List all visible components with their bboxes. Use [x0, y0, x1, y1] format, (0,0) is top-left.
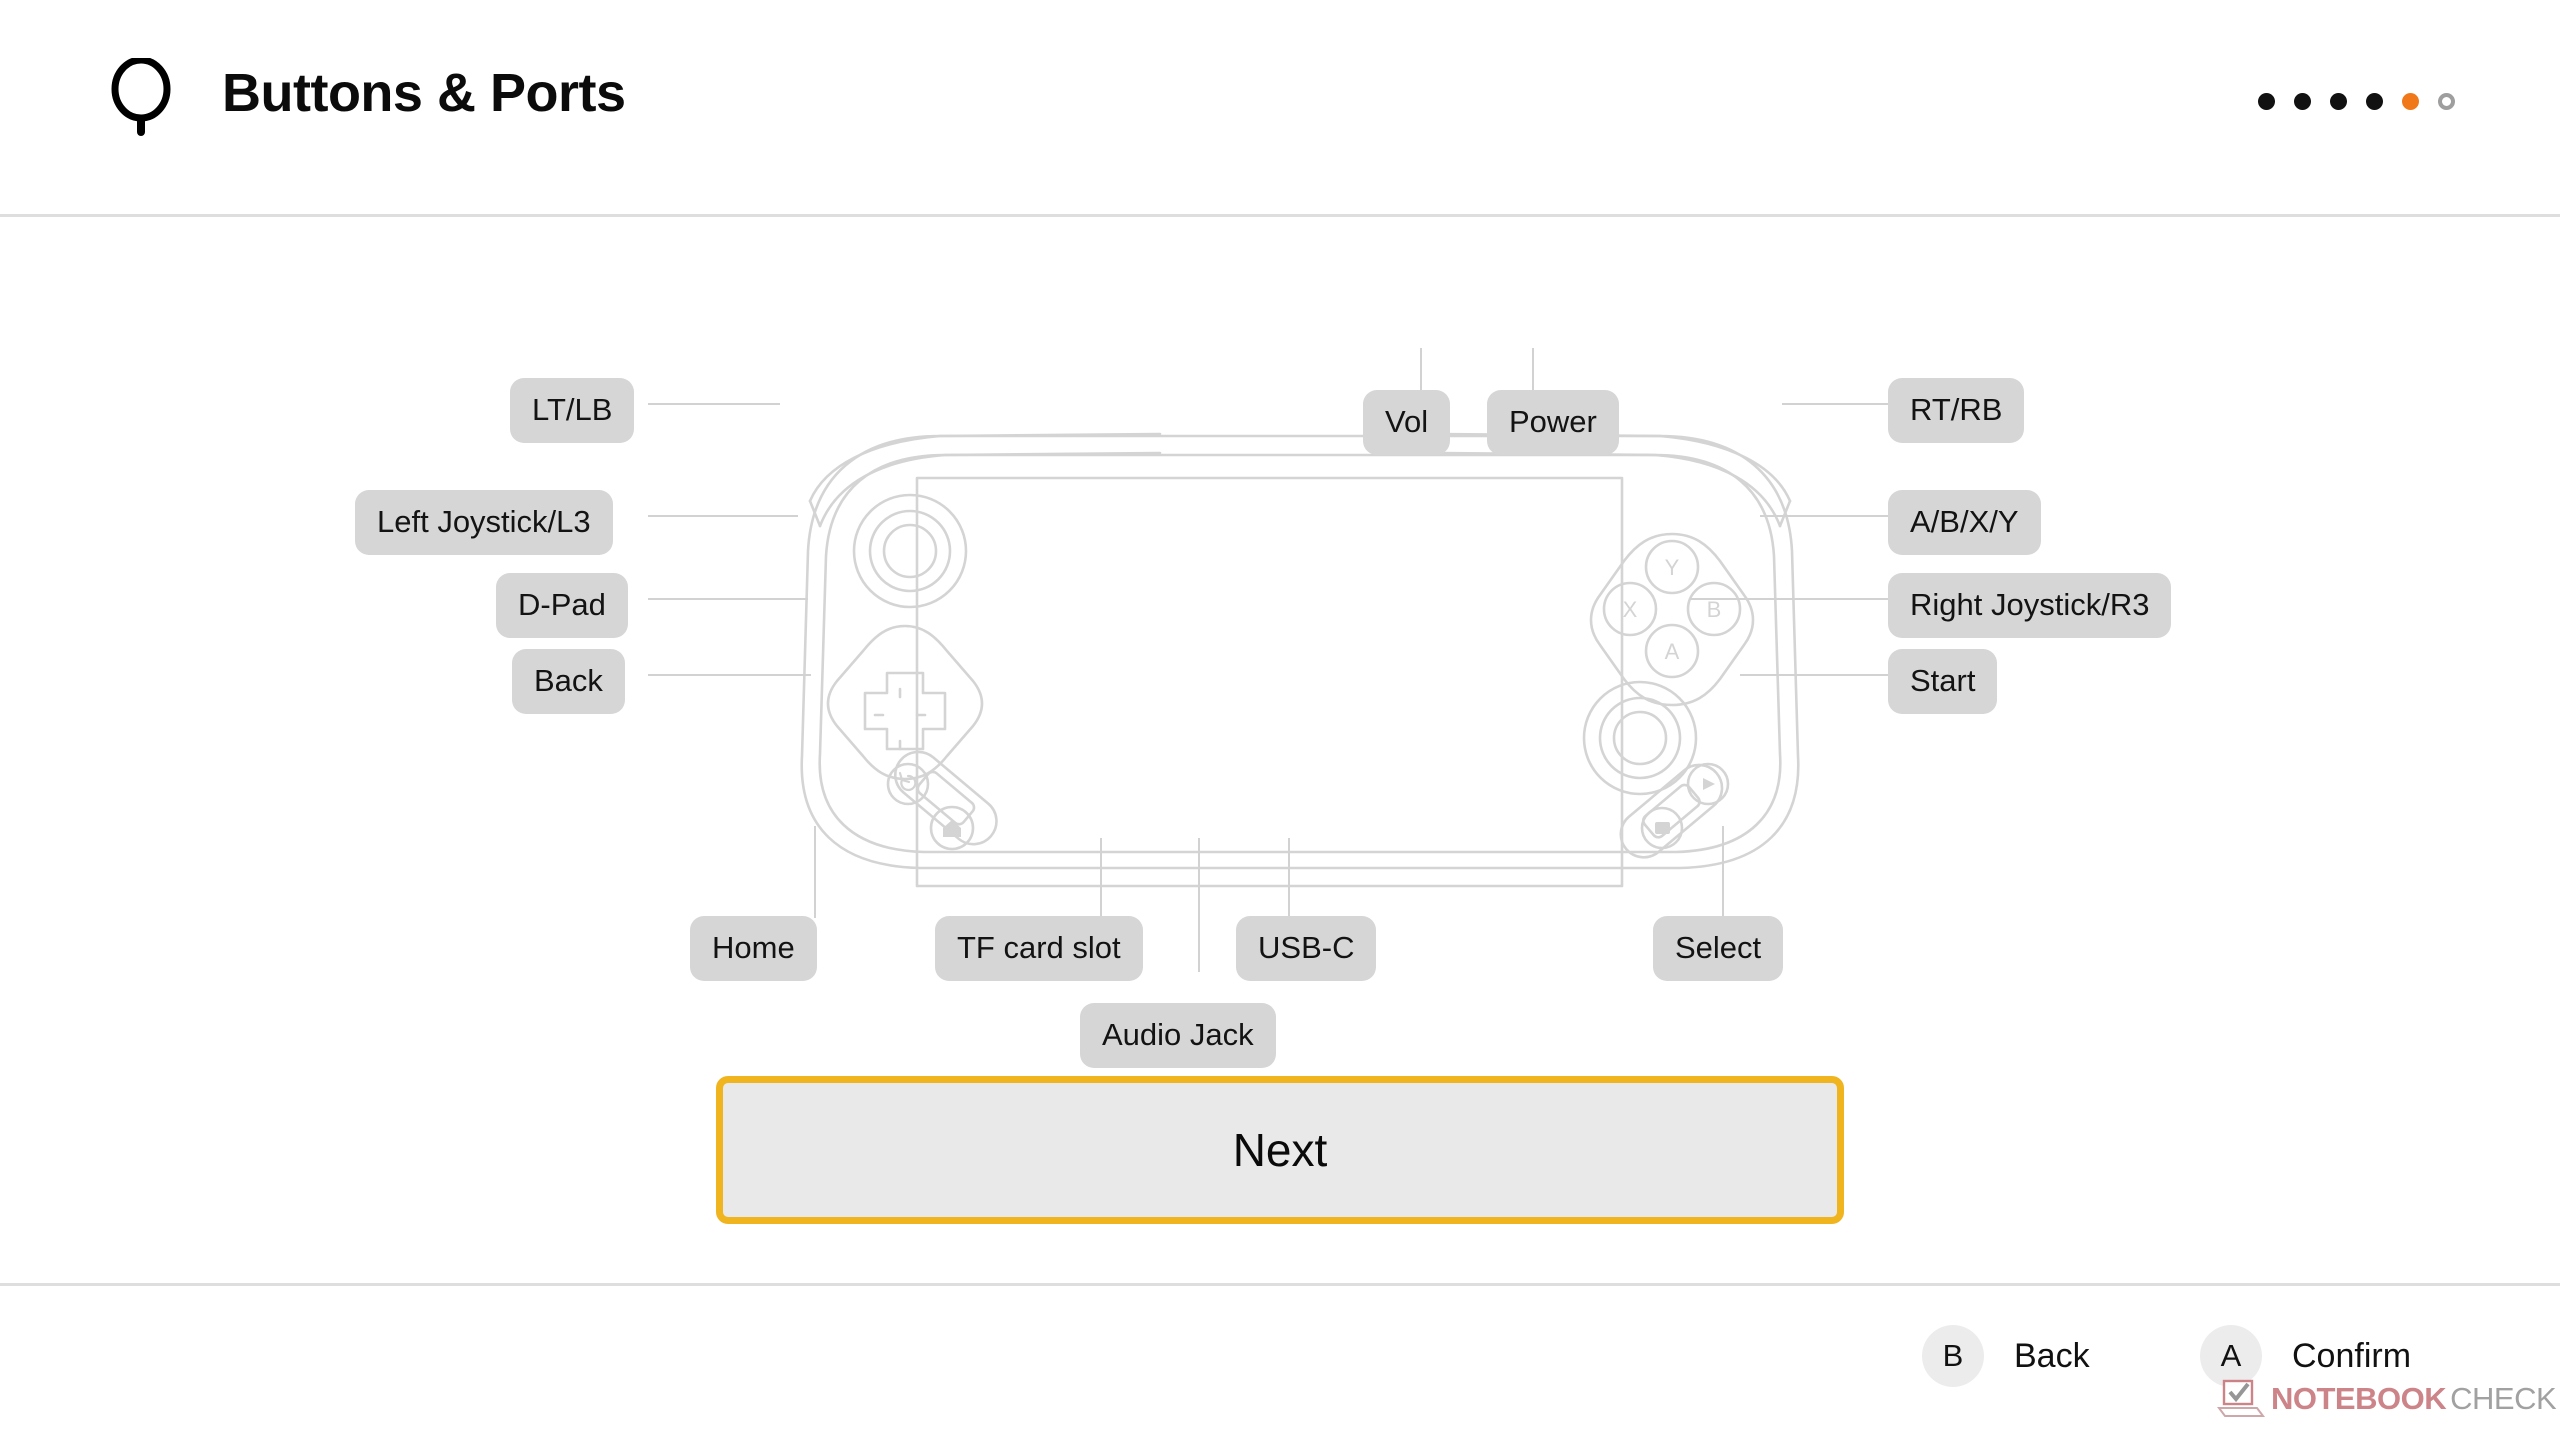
a-button-badge: A — [2200, 1325, 2262, 1387]
svg-text:X: X — [1623, 597, 1638, 622]
pagination-dot-6[interactable] — [2438, 93, 2455, 110]
select-button — [1640, 806, 1684, 850]
console-illustration: Y X B A — [800, 432, 1800, 888]
footer-back-label: Back — [2014, 1336, 2090, 1375]
label-usb-c[interactable]: USB-C — [1236, 916, 1377, 981]
leader-right-joystick — [1690, 598, 1888, 600]
label-audio-jack[interactable]: Audio Jack — [1080, 1003, 1276, 1068]
start-icon — [1703, 778, 1715, 790]
label-dpad[interactable]: D-Pad — [496, 573, 628, 638]
dpad-housing — [826, 624, 984, 781]
back-home-pill — [894, 750, 998, 846]
label-back[interactable]: Back — [512, 649, 625, 714]
left-joystick-outer — [852, 493, 968, 609]
footer-divider — [0, 1283, 2560, 1286]
label-home[interactable]: Home — [690, 916, 817, 981]
leader-dpad — [648, 598, 808, 600]
leader-rt-rb — [1782, 403, 1888, 405]
label-tf-card[interactable]: TF card slot — [935, 916, 1143, 981]
footer-back-hint[interactable]: B Back — [1922, 1325, 2090, 1387]
button-x — [1602, 581, 1658, 637]
svg-text:Y: Y — [1665, 555, 1680, 580]
pagination-dot-4[interactable] — [2366, 93, 2383, 110]
notebookcheck-watermark: NOTEBOOK CHECK — [2215, 1378, 2557, 1420]
leader-audio-jack — [1198, 838, 1200, 972]
left-joystick-cap — [882, 523, 938, 579]
right-joystick-cap — [1612, 710, 1668, 766]
lollipop-icon — [111, 58, 171, 136]
device-body — [800, 434, 1800, 870]
select-icon — [1655, 822, 1670, 834]
button-y — [1644, 539, 1700, 595]
svg-text:B: B — [1707, 597, 1722, 622]
device-screen — [915, 476, 1624, 888]
svg-text:A: A — [1665, 639, 1680, 664]
diagram-stage: Y X B A — [0, 216, 2560, 1283]
leader-back — [648, 674, 811, 676]
button-a — [1644, 623, 1700, 679]
back-icon — [898, 771, 917, 792]
home-icon — [943, 820, 961, 837]
leader-left-joystick — [648, 515, 798, 517]
home-button — [929, 805, 975, 851]
page-header: Buttons & Ports — [0, 0, 2560, 216]
right-joystick-outer — [1582, 680, 1698, 796]
label-lt-lb[interactable]: LT/LB — [510, 378, 635, 443]
label-select[interactable]: Select — [1653, 916, 1784, 981]
page-title: Buttons & Ports — [222, 63, 626, 123]
pagination-dot-3[interactable] — [2330, 93, 2347, 110]
leader-lt-lb — [648, 403, 780, 405]
pagination-dot-1[interactable] — [2258, 93, 2275, 110]
pagination-dots — [2258, 93, 2455, 110]
label-right-joystick[interactable]: Right Joystick/R3 — [1888, 573, 2172, 638]
footer-confirm-label: Confirm — [2292, 1336, 2412, 1375]
leader-start — [1740, 674, 1888, 676]
button-b — [1686, 581, 1742, 637]
label-power[interactable]: Power — [1487, 390, 1619, 455]
watermark-notebook: NOTEBOOK — [2271, 1381, 2447, 1416]
dpad-cross — [863, 671, 947, 751]
abxy-housing — [1589, 532, 1755, 707]
left-bumper — [808, 432, 1162, 503]
start-button — [1686, 762, 1730, 806]
label-rt-rb[interactable]: RT/RB — [1888, 378, 2025, 443]
pagination-dot-5-active[interactable] — [2402, 93, 2419, 110]
b-button-badge: B — [1922, 1325, 1984, 1387]
watermark-check: CHECK — [2450, 1381, 2557, 1416]
pagination-dot-2[interactable] — [2294, 93, 2311, 110]
label-start[interactable]: Start — [1888, 649, 1998, 714]
leader-tf-card — [1100, 838, 1102, 918]
footer-confirm-hint[interactable]: A Confirm — [2200, 1325, 2411, 1387]
leader-abxy — [1760, 515, 1888, 517]
label-left-joystick[interactable]: Left Joystick/L3 — [355, 490, 613, 555]
leader-home — [814, 826, 816, 918]
next-button[interactable]: Next — [716, 1076, 1844, 1224]
leader-usb-c — [1288, 838, 1290, 918]
label-vol[interactable]: Vol — [1363, 390, 1451, 455]
label-abxy[interactable]: A/B/X/Y — [1888, 490, 2041, 555]
leader-select — [1722, 826, 1724, 918]
laptop-check-icon — [2217, 1379, 2265, 1417]
page-footer: B Back A Confirm — [0, 1283, 2560, 1440]
header-divider — [0, 214, 2560, 217]
back-button — [886, 762, 930, 806]
